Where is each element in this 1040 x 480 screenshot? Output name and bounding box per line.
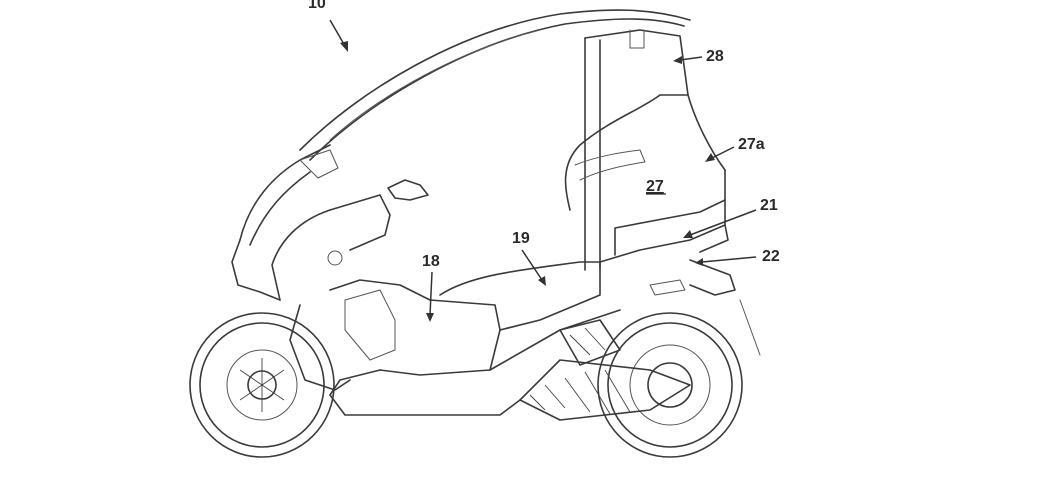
ref-27: 27: [646, 178, 664, 195]
ref-28: 28: [706, 48, 724, 65]
front-fairing: [231, 179, 429, 391]
label-18: 18: [422, 253, 440, 322]
ref-18: 18: [422, 253, 440, 270]
rear-wheel: [597, 312, 743, 458]
label-10: 10: [308, 0, 348, 52]
swing-arm: [519, 319, 691, 421]
label-22: 22: [695, 248, 780, 266]
front-wheel: [189, 312, 335, 458]
label-19: 19: [512, 230, 546, 286]
roof-frame-28: [584, 29, 726, 271]
label-27: 27: [646, 178, 666, 195]
label-21: 21: [683, 197, 778, 238]
rear-body-21: [599, 199, 761, 356]
ref-21: 21: [760, 197, 778, 214]
label-27a: 27a: [705, 136, 765, 162]
ref-19: 19: [512, 230, 530, 247]
windshield: [239, 144, 339, 246]
ref-27a: 27a: [738, 136, 765, 153]
label-28: 28: [673, 48, 724, 65]
backrest-27: [564, 94, 726, 256]
ref-10: 10: [308, 0, 326, 12]
roof-canopy: [299, 9, 691, 161]
ref-22: 22: [762, 248, 780, 265]
